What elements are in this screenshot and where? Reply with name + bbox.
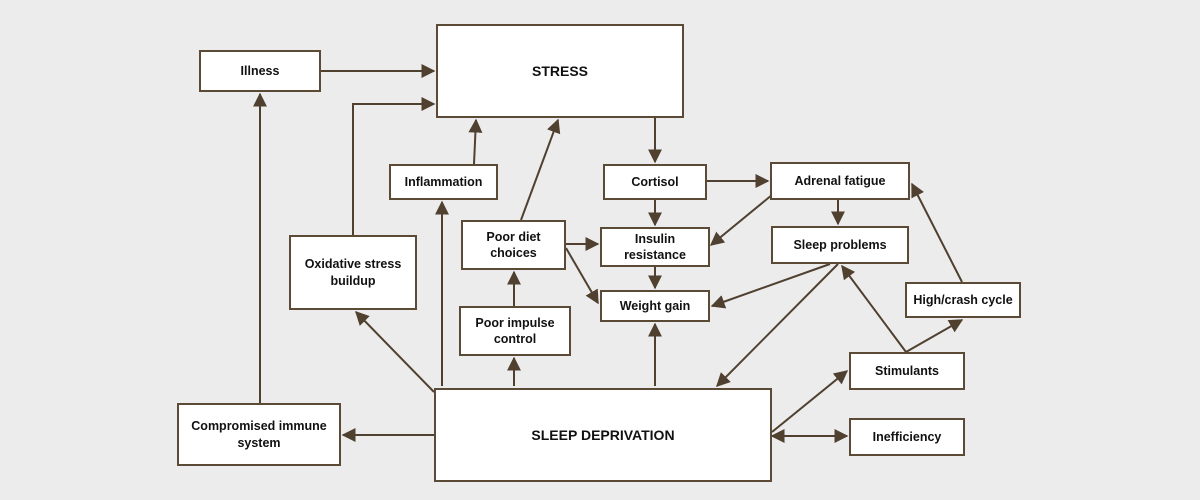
stimulants-box: Stimulants bbox=[849, 352, 965, 390]
sleep-problems-box: Sleep problems bbox=[771, 226, 909, 264]
edge-adrenal-to-insulin bbox=[709, 189, 779, 246]
adrenal-fatigue-box: Adrenal fatigue bbox=[770, 162, 910, 200]
insulin-resistance-box: Insulin resistance bbox=[600, 227, 710, 267]
edge-stimulants-to-sleep-problems bbox=[841, 264, 907, 353]
sleep-deprivation-box: SLEEP DEPRIVATION bbox=[434, 388, 772, 482]
edge-high-crash-to-adrenal bbox=[911, 182, 963, 283]
oxidative-stress-buildup-box: Oxidative stress buildup bbox=[289, 235, 417, 310]
edge-diet-to-weight bbox=[565, 247, 599, 305]
edge-inflammation-to-stress bbox=[468, 118, 483, 165]
cortisol-box: Cortisol bbox=[603, 164, 707, 200]
illness-box: Illness bbox=[199, 50, 321, 92]
inflammation-box: Inflammation bbox=[389, 164, 498, 200]
edge-sleep-dep-to-stimulants bbox=[771, 370, 849, 433]
edge-sleep-problems-to-weight bbox=[710, 263, 831, 309]
high-crash-cycle-box: High/crash cycle bbox=[905, 282, 1021, 318]
stress-box: STRESS bbox=[436, 24, 684, 118]
edge-stimulants-to-high-crash bbox=[905, 319, 964, 353]
edge-oxidative-to-stress bbox=[352, 97, 436, 235]
compromised-immune-system-box: Compromised immune system bbox=[177, 403, 341, 466]
poor-impulse-control-box: Poor impulse control bbox=[459, 306, 571, 356]
poor-diet-choices-box: Poor diet choices bbox=[461, 220, 566, 270]
inefficiency-box: Inefficiency bbox=[849, 418, 965, 456]
weight-gain-box: Weight gain bbox=[600, 290, 710, 322]
edge-diet-to-stress bbox=[520, 118, 561, 221]
edge-sleep-problems-to-sleep-deprivation bbox=[716, 263, 839, 387]
edge-sleep-dep-to-oxidative bbox=[355, 310, 435, 393]
